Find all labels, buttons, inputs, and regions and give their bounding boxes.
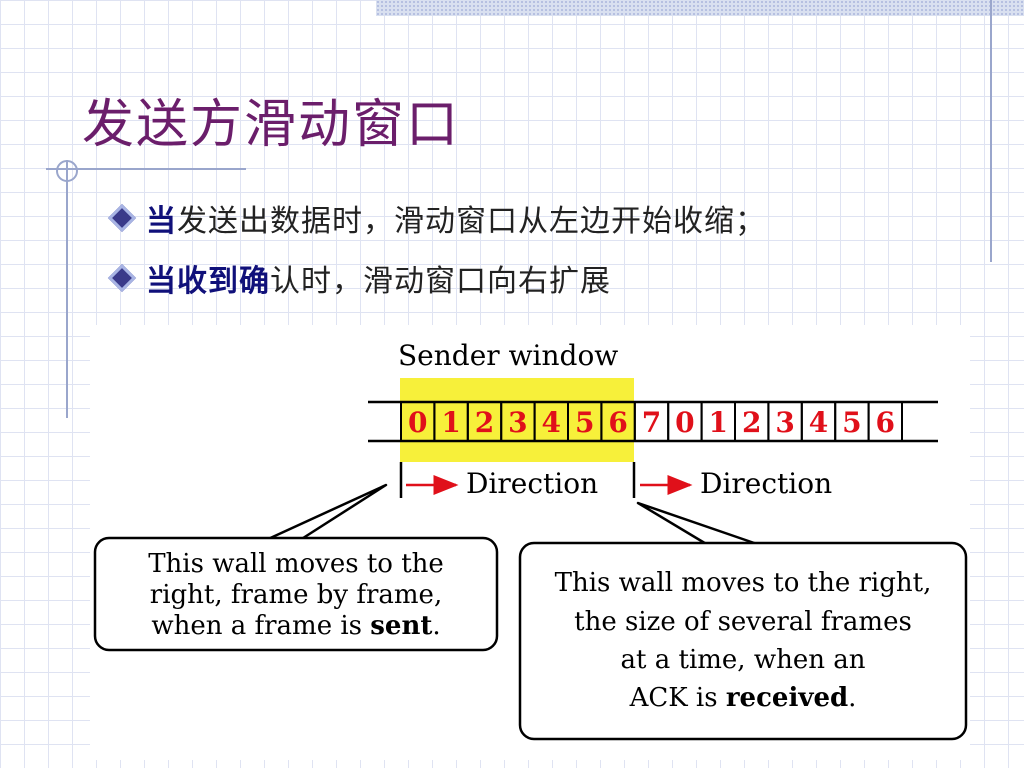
frame-number: 0 bbox=[675, 406, 694, 439]
frame-number: 2 bbox=[742, 406, 761, 439]
left-decor-line bbox=[66, 160, 68, 418]
frame-number: 0 bbox=[408, 406, 427, 439]
frame-number: 3 bbox=[775, 406, 794, 439]
right-decor-line bbox=[990, 0, 992, 262]
right-callout-box bbox=[518, 541, 968, 741]
frame-number: 3 bbox=[508, 406, 527, 439]
frame-cell-10: 2 bbox=[734, 401, 770, 442]
frame-number: 1 bbox=[709, 406, 728, 439]
frame-number: 7 bbox=[642, 406, 661, 439]
bullet-2-bold: 当收到确 bbox=[146, 264, 270, 299]
frame-number: 6 bbox=[876, 406, 895, 439]
right-callout-line-2: the size of several frames bbox=[574, 607, 912, 637]
left-callout-line-1: This wall moves to the bbox=[148, 549, 444, 579]
bullet-1-text: 发送出数据时，滑动窗口从左边开始收缩； bbox=[177, 204, 766, 239]
frame-cell-box bbox=[867, 401, 903, 442]
frame-number: 6 bbox=[608, 406, 627, 439]
bullet-item-2: 当收到确认时，滑动窗口向右扩展 bbox=[107, 256, 611, 300]
frame-number: 4 bbox=[542, 406, 561, 439]
slide-title: 发送方滑动窗口 bbox=[82, 95, 461, 155]
bullet-item-1: 当发送出数据时，滑动窗口从左边开始收缩； bbox=[107, 196, 766, 240]
bullet-2-text: 认时，滑动窗口向右扩展 bbox=[270, 264, 611, 299]
top-decor-band bbox=[376, 0, 1024, 16]
left-callout-pointer bbox=[264, 483, 388, 542]
frame-cell-14: 6 bbox=[867, 401, 903, 442]
frame-number: 2 bbox=[475, 406, 494, 439]
left-callout-line-2: right, frame by frame, bbox=[150, 580, 442, 610]
sender-window-highlight bbox=[400, 378, 634, 462]
diamond-bullet-icon bbox=[107, 263, 137, 293]
frame-cell-9: 1 bbox=[700, 401, 736, 442]
decor-ring-icon bbox=[56, 160, 78, 182]
frame-number: 1 bbox=[441, 406, 460, 439]
frame-cell-11: 3 bbox=[767, 401, 803, 442]
title-decor-line bbox=[46, 168, 246, 170]
frame-number: 5 bbox=[842, 406, 861, 439]
right-callout-line-4: ACK is received. bbox=[629, 683, 857, 713]
right-callout-pointer bbox=[636, 501, 762, 547]
frame-number: 5 bbox=[575, 406, 594, 439]
left-callout-box bbox=[93, 536, 499, 652]
left-callout-line-3: when a frame is sent. bbox=[151, 611, 440, 641]
frame-cell-8: 0 bbox=[667, 401, 703, 442]
right-callout-line-3: at a time, when an bbox=[621, 645, 866, 675]
right-callout-line-1: This wall moves to the right, bbox=[555, 568, 932, 598]
bullet-1-bold: 当 bbox=[146, 204, 177, 239]
frame-number: 4 bbox=[809, 406, 828, 439]
frame-cell-13: 5 bbox=[834, 401, 870, 442]
diamond-bullet-icon bbox=[107, 203, 137, 233]
frame-cell-7: 7 bbox=[633, 401, 670, 442]
sender-window-label: Sender window bbox=[398, 339, 618, 372]
direction-label-left: Direction bbox=[466, 467, 598, 500]
frame-cell-12: 4 bbox=[800, 401, 837, 442]
direction-label-right: Direction bbox=[700, 467, 832, 500]
